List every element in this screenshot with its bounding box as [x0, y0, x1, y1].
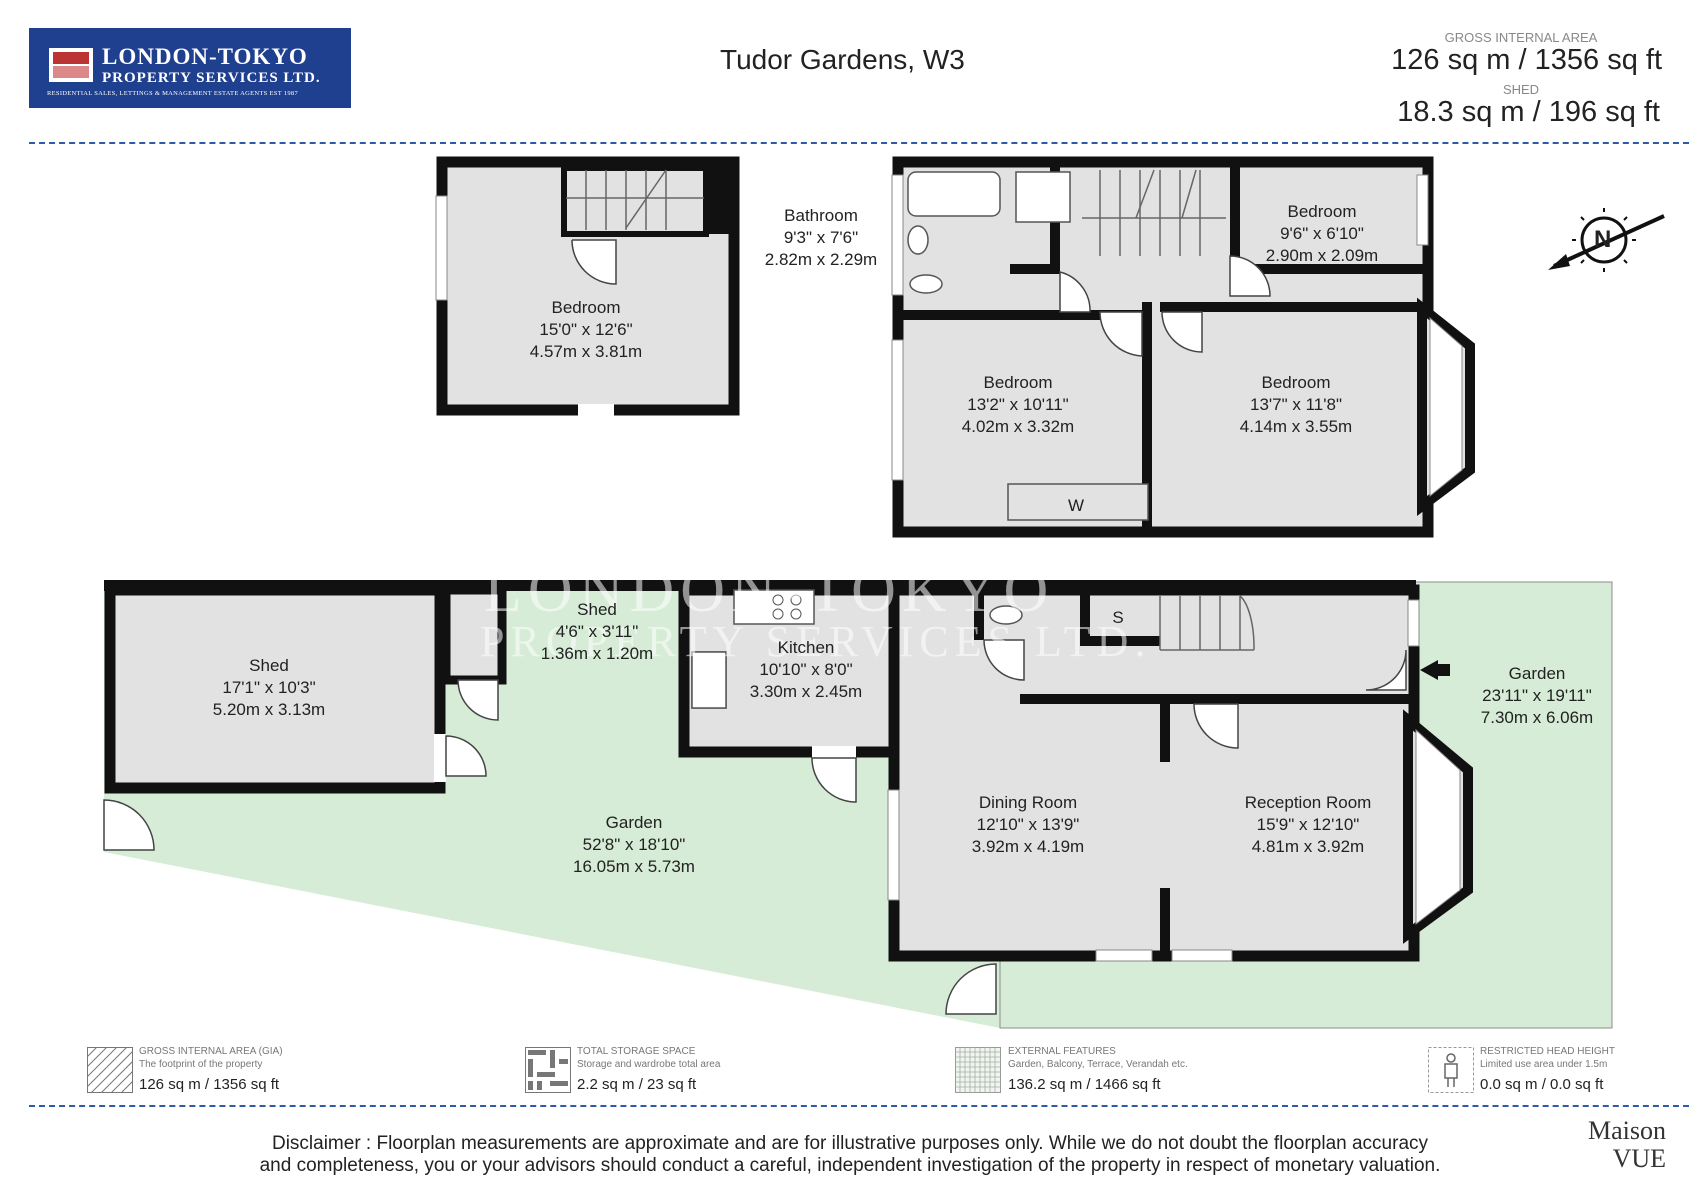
shed-small-block — [441, 585, 507, 721]
legend-headheight-desc: Limited use area under 1.5m — [1480, 1059, 1608, 1070]
toilet-icon — [909, 274, 943, 294]
window-icon — [1407, 599, 1420, 647]
window-icon — [887, 789, 900, 901]
window-icon — [1095, 949, 1153, 962]
person-icon — [1428, 1047, 1474, 1093]
kitchen-block — [678, 584, 900, 803]
legend-headheight-value: 0.0 sq m / 0.0 sq ft — [1480, 1076, 1604, 1093]
door-icon — [1099, 311, 1143, 357]
doorway — [812, 746, 856, 758]
door-icon — [1193, 703, 1239, 749]
compass-icon — [1548, 208, 1665, 272]
gia-label: GROSS INTERNAL AREA — [1444, 30, 1598, 45]
compass-label: N — [1594, 226, 1612, 253]
wardrobe-icon — [1007, 483, 1149, 521]
window-icon — [435, 195, 448, 301]
door-icon — [445, 735, 487, 777]
brand-tagline: RESIDENTIAL SALES, LETTINGS & MANAGEMENT… — [47, 90, 298, 97]
window-icon — [1171, 949, 1233, 962]
staircase-icon — [1082, 169, 1226, 256]
upper-bedroom-block — [435, 156, 740, 416]
storage-label: S — [1112, 608, 1124, 627]
brand-name: LONDON-TOKYO — [102, 44, 308, 69]
hatch-icon — [87, 1047, 133, 1093]
legend-storage-desc: Storage and wardrobe total area — [577, 1059, 721, 1070]
door-icon — [457, 679, 499, 721]
staircase-icon — [566, 169, 704, 230]
legend-gia-value: 126 sq m / 1356 sq ft — [139, 1076, 280, 1093]
toilet-icon — [989, 605, 1023, 625]
doorway — [434, 734, 446, 782]
ground-main-block — [887, 584, 1473, 962]
legend-external-value: 136.2 sq m / 1466 sq ft — [1008, 1076, 1161, 1093]
door-icon — [1229, 255, 1271, 297]
maison-vue-logo: Maison VUE — [1588, 1116, 1666, 1173]
header-divider — [29, 142, 1689, 144]
gate-icon — [945, 963, 997, 1015]
bathtub-icon — [907, 171, 1001, 217]
window-icon — [891, 174, 904, 296]
hob-icon — [733, 589, 815, 625]
legend-external-desc: Garden, Balcony, Terrace, Verandah etc. — [1008, 1059, 1188, 1070]
building-icon — [49, 48, 93, 82]
door-icon — [1059, 271, 1091, 313]
storage-pattern-icon — [525, 1047, 571, 1093]
door-icon — [1365, 649, 1407, 691]
door-icon — [571, 239, 617, 285]
legend-headheight-title: RESTRICTED HEAD HEIGHT — [1480, 1046, 1616, 1057]
disclaimer-line2: and completeness, you or your advisors s… — [259, 1155, 1441, 1176]
disclaimer: Disclaimer : Floorplan measurements are … — [0, 1133, 1700, 1177]
disclaimer-line1: Disclaimer : Floorplan measurements are … — [271, 1133, 1429, 1154]
legend-external-title: EXTERNAL FEATURES — [1008, 1046, 1116, 1057]
watermark-line2: PROPERTY SERVICES LTD. — [480, 617, 1152, 666]
legend-storage-value: 2.2 sq m / 23 sq ft — [577, 1076, 697, 1093]
footer-divider — [29, 1105, 1689, 1107]
basin-icon — [907, 225, 929, 255]
staircase-icon — [1159, 595, 1255, 651]
upper-main-block — [891, 156, 1475, 538]
shower-icon — [1015, 171, 1071, 223]
window-icon — [891, 339, 904, 481]
gate-icon — [103, 799, 155, 851]
shed-area-value: 18.3 sq m / 196 sq ft — [1397, 96, 1660, 128]
wardrobe-label: W — [1067, 496, 1085, 515]
shed-area-label: SHED — [1502, 82, 1540, 97]
entrance-arrow-icon — [1420, 660, 1438, 680]
page-title: Tudor Gardens, W3 — [720, 44, 965, 75]
watermark-line1: LONDON-TOKYO — [484, 557, 1055, 625]
gia-value: 126 sq m / 1356 sq ft — [1391, 44, 1662, 76]
doorway — [578, 404, 614, 416]
legend-gia-title: GROSS INTERNAL AREA (GIA) — [139, 1046, 283, 1057]
legend-gia-desc: The footprint of the property — [139, 1059, 263, 1070]
door-icon — [1161, 311, 1203, 353]
window-icon — [1416, 174, 1429, 246]
brand-subname: PROPERTY SERVICES LTD. — [102, 70, 321, 86]
door-icon — [811, 757, 857, 803]
legend-storage-title: TOTAL STORAGE SPACE — [577, 1046, 696, 1057]
grid-pattern-icon — [955, 1047, 1001, 1093]
door-icon — [983, 639, 1025, 681]
company-logo: LONDON-TOKYO PROPERTY SERVICES LTD. RESI… — [29, 28, 351, 108]
